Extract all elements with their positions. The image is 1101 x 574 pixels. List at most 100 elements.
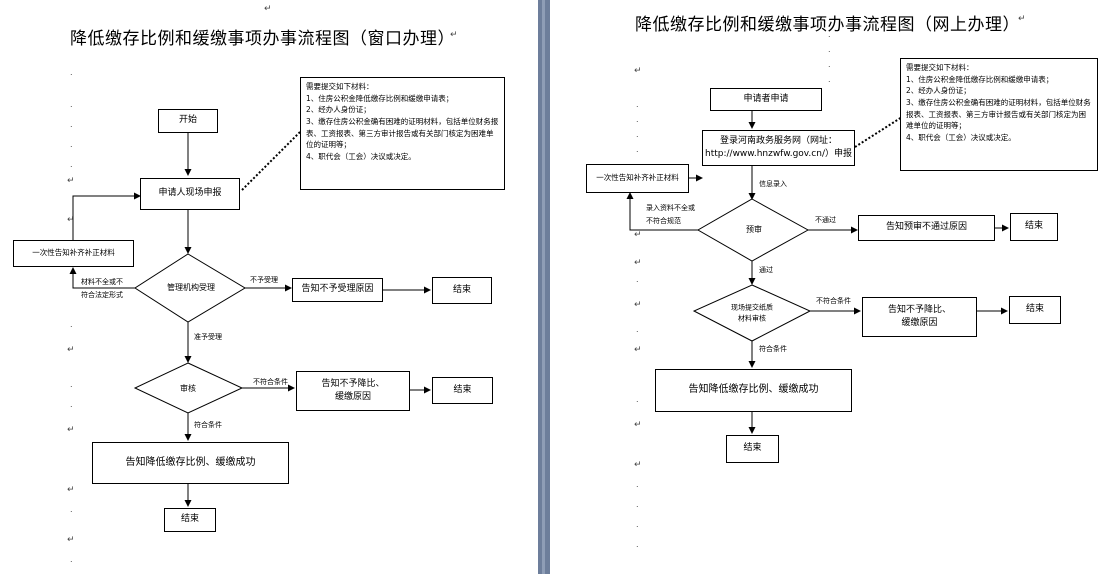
success-box: 告知降低缴存比例、缓缴成功 xyxy=(655,369,852,412)
paragraph-mark: ↵ xyxy=(67,215,75,225)
supplement-box: 一次性告知补齐补正材料 xyxy=(13,240,134,267)
reason-box-precheck: 告知预审不通过原因 xyxy=(858,215,995,241)
edge-label-meet: 符合条件 xyxy=(759,345,787,353)
margin-dot: . xyxy=(636,480,639,489)
margin-dot: . xyxy=(70,100,73,109)
note-heading: 需要提交如下材料： xyxy=(906,63,974,72)
edge-label-not-meet: 不符合条件 xyxy=(253,378,288,386)
note-item-3: 3、缴存住房公积金确有困难的证明材料，包括单位财务报表、工资报表、第三方审计报告… xyxy=(906,97,1091,131)
reason-line-1: 告知不予降比、 xyxy=(321,378,385,389)
edge-label-pass: 通过 xyxy=(759,266,773,274)
paragraph-mark: ↵ xyxy=(634,230,642,240)
note-heading: 需要提交如下材料： xyxy=(306,82,374,91)
paragraph-mark: ↵ xyxy=(67,425,75,435)
paragraph-mark: ↵ xyxy=(634,300,642,310)
end-node-3: 结束 xyxy=(164,508,216,532)
margin-dot: . xyxy=(70,320,73,329)
margin-dot: . xyxy=(70,68,73,77)
success-box: 告知降低缴存比例、缓缴成功 xyxy=(92,442,289,484)
document-page-window: 降低缴存比例和缓缴事项办事流程图（窗口办理） ↵ ↵ ↵ ↵ ↵ ↵ ↵ ↵ .… xyxy=(0,0,538,574)
edge-label-accept: 准予受理 xyxy=(194,333,222,341)
paragraph-mark: ↵ xyxy=(634,345,642,355)
note-item-4: 4、职代会（工会）决议或决定。 xyxy=(906,132,1016,142)
paragraph-mark: ↵ xyxy=(634,420,642,430)
margin-dot: . xyxy=(636,395,639,404)
paragraph-mark: ↵ xyxy=(67,535,75,545)
margin-dot: . xyxy=(70,505,73,514)
note-item-2: 2、经办人身份证； xyxy=(906,86,971,96)
edge-label-entry: 信息录入 xyxy=(759,180,787,188)
apply-box: 申请人现场申报 xyxy=(140,178,240,210)
reason-line-2: 缓缴原因 xyxy=(901,318,938,328)
end-node-3: 结束 xyxy=(726,435,779,463)
margin-dot: . xyxy=(828,75,831,84)
margin-dot: . xyxy=(636,130,639,139)
note-item-3: 3、缴存住房公积金确有困难的证明材料，包括单位财务报表、工资报表、第三方审计报告… xyxy=(306,116,499,150)
paragraph-mark: ↵ xyxy=(634,460,642,470)
page-title-online: 降低缴存比例和缓缴事项办事流程图（网上办理） xyxy=(635,15,1020,35)
arrow-review-to-supplement xyxy=(69,267,135,289)
paragraph-mark: ↵ xyxy=(1018,14,1026,24)
paragraph-mark: ↵ xyxy=(634,66,642,76)
paragraph-mark: ↵ xyxy=(67,345,75,355)
edge-label-meet: 符合条件 xyxy=(194,421,222,429)
note-item-1: 1、住房公积金降低缴存比例和缓缴申请表； xyxy=(306,93,454,103)
margin-dot: . xyxy=(636,500,639,509)
reason-line-2: 缓缴原因 xyxy=(334,392,371,402)
start-node: 开始 xyxy=(158,109,218,133)
end-node-1: 结束 xyxy=(432,277,492,304)
decision-label-accept: 管理机构受理 xyxy=(167,283,215,292)
end-node-2: 结束 xyxy=(1009,296,1061,324)
decision-diamond-audit xyxy=(133,362,244,414)
decision-diamond-accept xyxy=(134,253,246,323)
margin-dot: . xyxy=(636,540,639,549)
margin-dot: . xyxy=(70,400,73,409)
portal-line-1: 登录河南政务服务网（网址： xyxy=(719,135,837,146)
edge-label-incomplete-2: 不符合规范 xyxy=(646,217,681,225)
margin-dot: . xyxy=(636,275,639,284)
supplement-box: 一次性告知补齐补正材料 xyxy=(586,164,689,193)
note-connector xyxy=(854,116,903,148)
flow-connectors-window xyxy=(69,131,431,507)
apply-box: 申请者申请 xyxy=(710,88,822,111)
decision-label-audit: 审核 xyxy=(180,384,196,393)
arrow-supplement-to-apply xyxy=(72,192,141,240)
reason-box-not-qualified: 告知不予降比、 缓缴原因 xyxy=(296,371,410,411)
margin-dot: . xyxy=(70,380,73,389)
paragraph-mark: ↵ xyxy=(450,30,458,40)
edge-label-incomplete-2: 符合法定形式 xyxy=(81,291,123,299)
margin-dot: . xyxy=(70,555,73,564)
edge-label-not-meet: 不符合条件 xyxy=(816,297,851,305)
edge-label-incomplete-1: 录入资料不全或 xyxy=(646,204,695,212)
paragraph-mark: ↵ xyxy=(264,4,272,14)
decision-label-onsite: 现场提交纸质 材料审核 xyxy=(731,303,773,324)
onsite-line-1: 现场提交纸质 xyxy=(731,303,773,312)
paragraph-mark: ↵ xyxy=(634,258,642,268)
edge-label-incomplete-1: 材料不全或不 xyxy=(81,278,123,286)
decision-diamond-onsite xyxy=(692,284,812,342)
margin-dot: . xyxy=(828,60,831,69)
paragraph-mark: ↵ xyxy=(67,176,75,186)
reason-line-1: 告知不予降比、 xyxy=(887,304,951,315)
page-gutter-stripe xyxy=(542,0,545,574)
end-node-1: 结束 xyxy=(1010,213,1058,241)
document-page-online: 降低缴存比例和缓缴事项办事流程图（网上办理） ↵ . . . . ↵ ↵ ↵ ↵… xyxy=(550,0,1101,574)
margin-dot: . xyxy=(636,325,639,334)
margin-dot: . xyxy=(70,120,73,129)
page-title-window: 降低缴存比例和缓缴事项办事流程图（窗口办理） xyxy=(70,29,455,49)
edge-label-not-pass: 不通过 xyxy=(815,216,836,224)
margin-dot: . xyxy=(636,115,639,124)
note-connector xyxy=(241,131,301,191)
end-node-2: 结束 xyxy=(432,377,493,404)
edge-label-not-accept: 不予受理 xyxy=(250,276,278,284)
portal-line-2: http://www.hnzwfw.gov.cn/）申报 xyxy=(705,149,852,159)
onsite-line-2: 材料审核 xyxy=(738,314,766,322)
margin-dot: . xyxy=(636,100,639,109)
margin-dot: . xyxy=(828,45,831,54)
flow-connectors-online xyxy=(626,111,1009,434)
note-item-1: 1、住房公积金降低缴存比例和缓缴申请表； xyxy=(906,74,1054,84)
materials-note-online: 需要提交如下材料： 1、住房公积金降低缴存比例和缓缴申请表； 2、经办人身份证；… xyxy=(900,58,1098,171)
margin-dot: . xyxy=(636,145,639,154)
margin-dot: . xyxy=(70,160,73,169)
arrow-precheck-to-supplement xyxy=(626,192,698,231)
